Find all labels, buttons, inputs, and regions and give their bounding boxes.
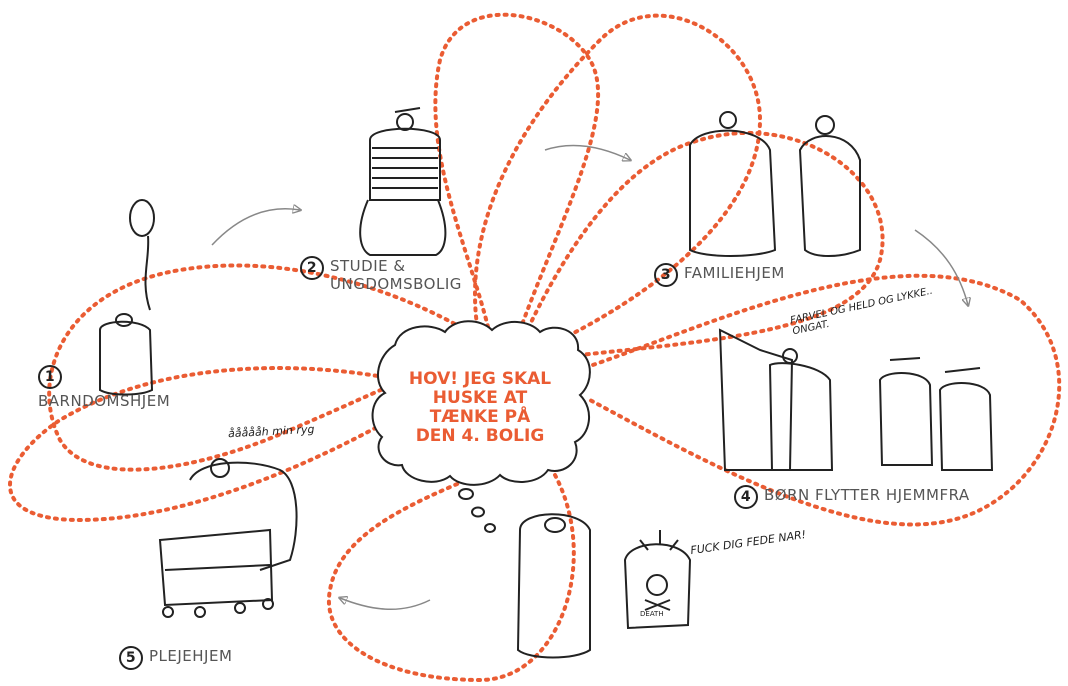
death-label: DEATH (640, 610, 664, 618)
stage-2-number: 2 (300, 256, 324, 280)
thought-dot-2 (472, 508, 484, 517)
arrow-4-5 (340, 598, 430, 609)
arrow-1-2 (212, 209, 300, 245)
thought-dot-3 (485, 524, 495, 532)
stage-4-number: 4 (734, 485, 758, 509)
stage-3-text: FAMILIEHJEM (684, 263, 785, 282)
stage-1-text: BARNDOMSHJEM (38, 391, 170, 410)
leaving-figures (720, 330, 992, 470)
loop-5 (329, 470, 574, 680)
stage-2-label: 2 STUDIE & UNGDOMSBOLIG (300, 256, 462, 293)
center-thought-text: HOV! JEG SKAL HUSKE AT TÆNKE PÅ DEN 4. B… (385, 370, 575, 446)
elderly-figure (160, 459, 297, 617)
stage-1-number: 1 (38, 365, 62, 389)
student-figure (360, 108, 445, 255)
stage-3-number: 3 (654, 263, 678, 287)
loop-7 (475, 16, 760, 342)
skull-icon (647, 575, 667, 595)
stage-3-label: 3 FAMILIEHJEM (654, 263, 785, 287)
stage-5-number: 5 (119, 646, 143, 670)
stage-2-text: STUDIE & UNGDOMSBOLIG (330, 256, 462, 293)
stage-5-text: PLEJEHJEM (149, 646, 232, 665)
stage-5-label: 5 PLEJEHJEM (119, 646, 232, 670)
thinker-figure (518, 514, 590, 657)
stage-1-label: 1 BARNDOMSHJEM (38, 365, 170, 410)
stage-4-text: BØRN FLYTTER HJEMMFRA (764, 485, 970, 504)
stage-4-label: 4 BØRN FLYTTER HJEMMFRA (734, 485, 970, 509)
balloon (130, 200, 154, 236)
thought-dot-1 (459, 489, 473, 499)
